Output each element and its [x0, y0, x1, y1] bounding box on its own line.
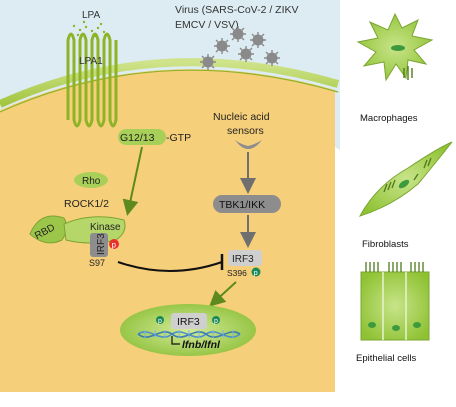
kinase-label: Kinase: [90, 222, 121, 233]
virus-label-line2: EMCV / VSV): [175, 19, 239, 31]
s396-label: S396: [227, 268, 247, 278]
inhibition-arrow: [117, 261, 223, 272]
phospho-nuclear-right-icon: [212, 316, 220, 324]
transcription-arrow-icon: [171, 336, 180, 345]
phospho-nuclear-right-mark: p: [214, 318, 218, 325]
epithelial-cells: [360, 262, 430, 341]
irf3-nuclear-label: IRF3: [177, 316, 200, 328]
tbk1-ikk: TBK1/IKK: [213, 195, 281, 213]
virus-particles: [200, 26, 280, 70]
irf3-right-label: IRF3: [232, 254, 254, 265]
nucleus: [120, 304, 256, 356]
sensor-icon: [235, 140, 262, 149]
rock-complex: RBD Kinase: [29, 215, 126, 244]
dna-helix-icon: [137, 330, 241, 338]
plasma-membrane: [0, 58, 340, 108]
irf3-rock-bound: IRF3 p S97: [89, 233, 119, 268]
virus-label-line1: Virus (SARS-CoV-2 / ZIKV: [175, 4, 299, 16]
s97-label: S97: [89, 258, 105, 268]
irf3-rock-label: IRF3: [96, 233, 107, 255]
sensor-label-line2: sensors: [227, 125, 264, 137]
rho-label: Rho: [82, 176, 101, 187]
g12-13-gtp: G12/13 -GTP: [118, 129, 191, 145]
cytoplasm: [0, 69, 335, 392]
sensor-label-line1: Nucleic acid: [213, 111, 270, 123]
lpa-ligand-dots: [72, 20, 106, 38]
epithelial-label: Epithelial cells: [356, 353, 416, 364]
lpa1-label: LPA1: [79, 56, 103, 67]
irf3-s396: IRF3 S396 p: [227, 250, 262, 278]
phospho-s97-icon: [109, 239, 119, 249]
macrophage-cell: [356, 12, 434, 82]
activation-arrow-irf3-to-nucleus: [209, 281, 237, 307]
phospho-nuclear-left-icon: [156, 316, 164, 324]
macrophages-label: Macrophages: [360, 113, 418, 124]
g12-13-label: G12/13: [120, 132, 155, 144]
fibroblast-cell: [358, 141, 453, 217]
activation-arrow-g-to-rock: [122, 146, 143, 216]
phospho-nuclear-left-mark: p: [158, 318, 162, 325]
fibroblasts-label: Fibroblasts: [362, 239, 409, 250]
phospho-s396-mark: p: [254, 270, 258, 277]
irf3-dimer-nuclear: IRF3 p p: [156, 313, 220, 329]
rho: Rho: [74, 172, 108, 188]
lpa-label: LPA: [82, 10, 100, 21]
lpa1-receptor: [66, 32, 118, 128]
genes-label: lfnb/lfnl: [182, 339, 221, 351]
tbk-label: TBK1/IKK: [219, 199, 265, 211]
gtp-label: -GTP: [166, 132, 191, 144]
phospho-s97-mark: p: [112, 241, 117, 250]
phospho-s396-icon: [251, 267, 261, 277]
rock-label: ROCK1/2: [64, 198, 109, 210]
